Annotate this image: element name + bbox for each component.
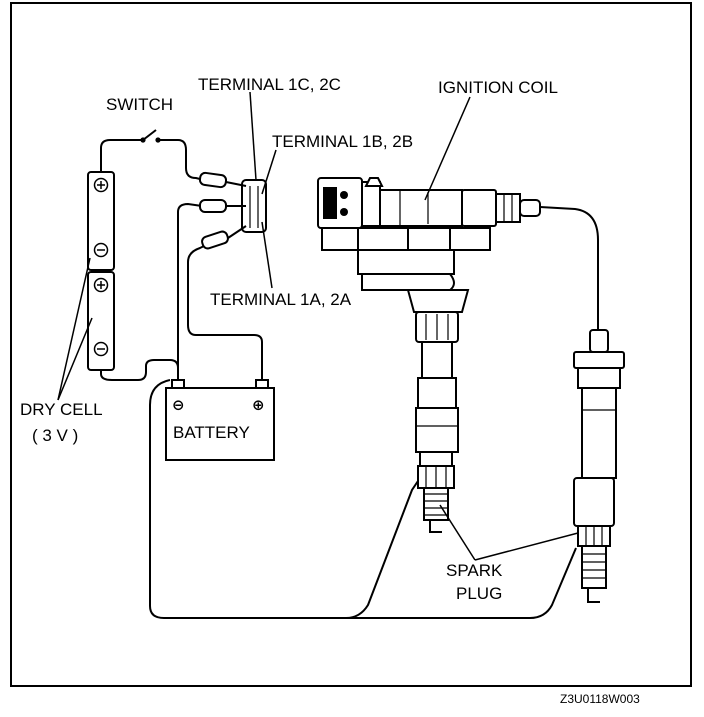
battery: ⊖ ⊕ BATTERY	[165, 379, 275, 461]
battery-minus-symbol: ⊖	[172, 397, 185, 414]
wire-ground-to-right-plug	[346, 547, 577, 619]
spark-plug-label: SPARK	[446, 561, 503, 580]
figure-code: Z3U0118W003	[560, 692, 640, 706]
coil-mount	[357, 249, 455, 275]
dry-cell-minus-terminal-upper	[93, 242, 109, 258]
terminal-c-label: TERMINAL 1C, 2C	[198, 75, 341, 94]
coil-body	[379, 189, 463, 227]
wiring	[100, 139, 599, 619]
switch-label: SWITCH	[106, 95, 173, 114]
plug-terminal-a	[201, 230, 229, 250]
connector-block	[198, 171, 267, 250]
wire-cell-to-switch	[100, 139, 143, 172]
dry-cell-stack	[87, 171, 115, 371]
diagram-frame	[10, 2, 692, 687]
leader-dry-cell-lower	[57, 317, 93, 401]
coil-base-plate	[321, 227, 491, 251]
plug-cap	[589, 329, 609, 353]
plug-terminal-b	[199, 199, 227, 213]
leader-spark-plug-right	[474, 532, 579, 561]
leader-spark-plug-left	[439, 504, 476, 561]
coil-boot-lower	[415, 407, 459, 453]
coil-boot	[421, 341, 453, 379]
wire-cell-to-battery-minus	[100, 359, 179, 383]
dry-cell-label: DRY CELL	[20, 400, 103, 419]
ignition-coil-label: IGNITION COIL	[438, 78, 558, 97]
leader-ignition-coil	[424, 96, 471, 201]
switch-lever	[142, 129, 157, 141]
leader-terminal-b	[261, 149, 277, 195]
coil-boot-collar	[406, 289, 470, 313]
terminal-b-label: TERMINAL 1B, 2B	[272, 132, 413, 151]
leader-lines	[57, 91, 579, 561]
terminal-a-label: TERMINAL 1A, 2A	[210, 290, 352, 309]
wire-switch-to-terminal-c	[158, 139, 205, 181]
spark-plug-right	[573, 329, 625, 603]
high-tension-lead	[539, 206, 599, 330]
spark-plug-label-line2: PLUG	[456, 584, 502, 603]
plug-terminal-c	[198, 171, 228, 189]
battery-label: BATTERY	[173, 423, 250, 442]
wire-battery-minus-to-terminal-b	[177, 202, 203, 383]
leader-terminal-a	[261, 221, 273, 289]
leader-terminal-c	[249, 91, 257, 181]
leader-dry-cell-upper	[57, 257, 91, 401]
spark-plug-left	[417, 451, 455, 533]
plug-insulator-boot	[581, 387, 617, 479]
switch	[140, 129, 161, 143]
ignition-coil	[317, 177, 541, 453]
battery-plus-symbol: ⊕	[252, 397, 265, 414]
coil-neck	[361, 181, 381, 227]
dry-cell-voltage-label: ( 3 V )	[32, 426, 78, 445]
battery-case	[165, 387, 275, 461]
battery-plus-post	[255, 379, 269, 389]
wire-ground-to-left-plug	[149, 379, 421, 619]
dry-cell-minus-terminal-lower	[93, 341, 109, 357]
battery-minus-post	[171, 379, 185, 389]
dry-cell-plus-terminal-lower	[93, 277, 109, 293]
wire-battery-plus-to-terminal-a	[187, 244, 263, 383]
dry-cell-plus-terminal-upper	[93, 177, 109, 193]
